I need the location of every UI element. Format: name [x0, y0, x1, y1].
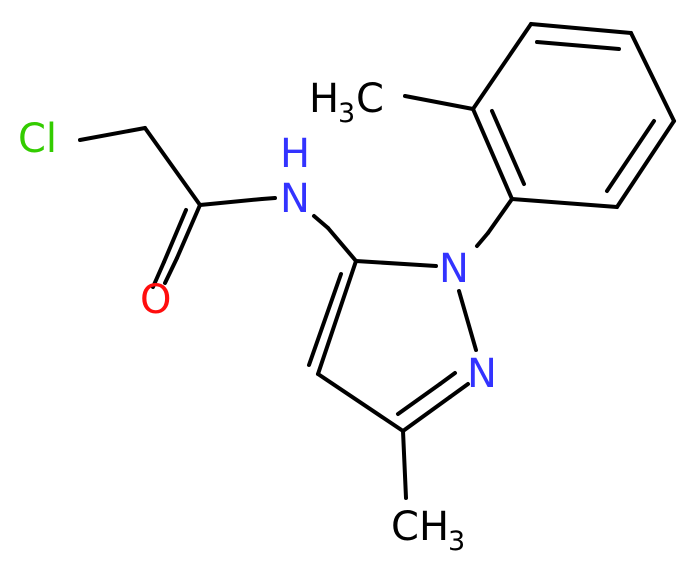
bond-c5-n1 — [354, 259, 422, 267]
ring-methyl-c-label: C — [391, 504, 419, 550]
bond-c3-n2-2 — [396, 382, 442, 416]
bond-c4-c3 — [316, 372, 405, 433]
bond-c3-n2-blue-2 — [438, 371, 457, 386]
bond-c3-n2-blue-1 — [448, 382, 470, 399]
bond-n1-n2 — [457, 289, 478, 352]
aryl-methyl-c-label: C — [356, 76, 384, 122]
bond-ph1-ph2 — [510, 197, 619, 209]
bond-c-o-1 — [175, 203, 202, 260]
bond-ph2-ph3-inner — [605, 119, 656, 193]
ring-methyl-sub-label: 3 — [448, 526, 465, 557]
bond-c-o-2 — [162, 208, 188, 264]
bond-c-o-red-2 — [151, 260, 166, 289]
bond-c5-c4-1 — [316, 259, 358, 376]
amide-nitrogen-label: N — [280, 176, 310, 222]
ring-nitrogen-1-label: N — [439, 246, 469, 292]
atom-labels: Cl N H O N N H 3 C C H 3 — [18, 76, 497, 557]
bonds — [78, 22, 676, 500]
aryl-methyl-sub-label: 3 — [338, 98, 355, 129]
bond-c-o-red — [163, 256, 179, 285]
aryl-methyl-h-label: H — [309, 76, 339, 122]
bond-c5-c4-2 — [307, 272, 343, 367]
bond-nh-c5-blue — [312, 214, 330, 230]
bond-ph3-ph4 — [629, 31, 676, 123]
bond-c-nh — [198, 197, 264, 207]
bond-c3-n2-1 — [401, 395, 452, 433]
oxygen-label: O — [140, 277, 171, 323]
amide-hydrogen-label: H — [280, 131, 310, 177]
bond-cl-ch2 — [78, 126, 147, 142]
ring-nitrogen-2-label: N — [467, 351, 497, 397]
bond-ph4-ph5-inner — [535, 40, 621, 51]
bond-n1-ph-blue — [475, 231, 490, 248]
bond-ph6-ch3 — [403, 94, 475, 111]
bond-c-nh-blue — [260, 196, 277, 201]
bond-nh-c5 — [326, 226, 358, 263]
bond-n1-ph — [486, 197, 514, 235]
bond-ph6-ph1-inner — [490, 109, 526, 186]
bond-c3-ch3 — [401, 429, 408, 500]
bond-ph4-ph5 — [529, 22, 633, 35]
chlorine-label: Cl — [18, 116, 57, 162]
bond-ph5-ph6 — [471, 22, 533, 111]
bond-ph2-ph3 — [615, 119, 676, 209]
bond-c5-n1-blue — [418, 263, 438, 268]
ring-methyl-h-label: H — [419, 504, 449, 550]
bond-ph6-ph1 — [471, 107, 514, 201]
bond-ch2-c — [143, 126, 202, 207]
